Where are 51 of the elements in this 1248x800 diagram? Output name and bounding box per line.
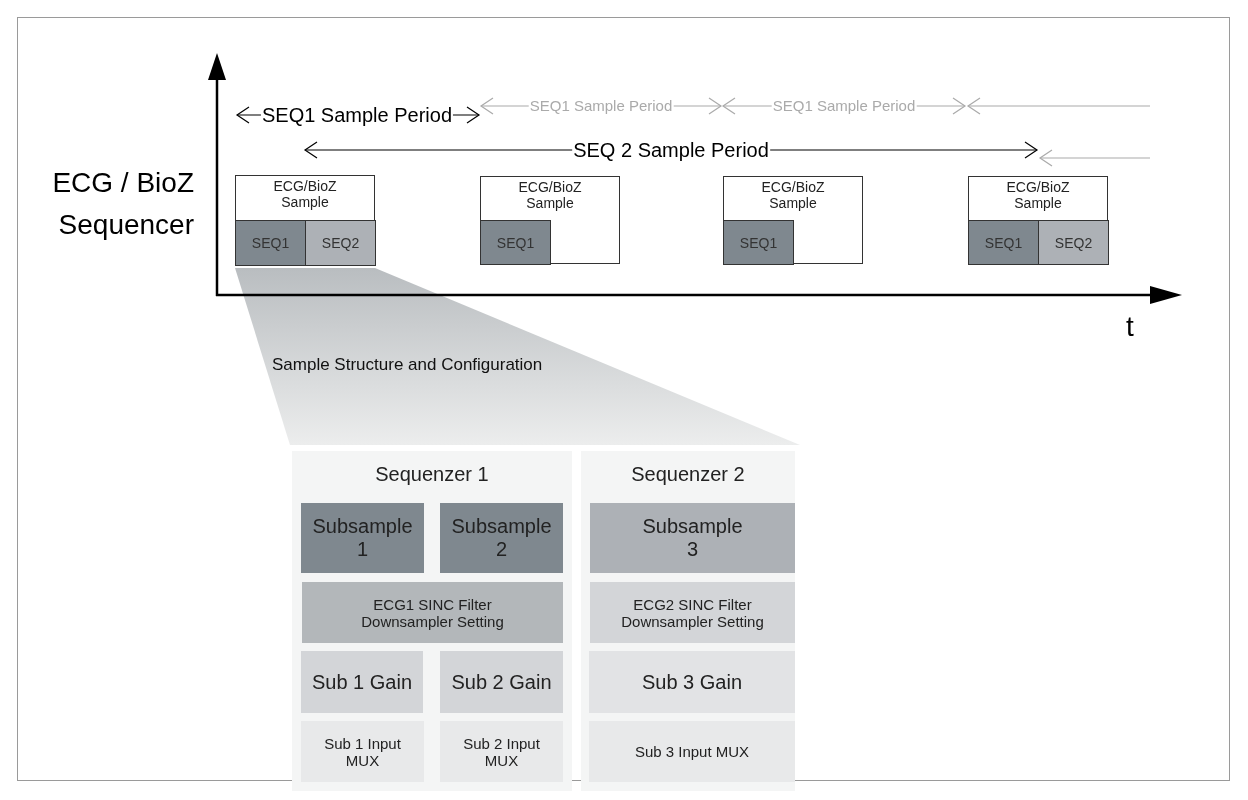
config-panel	[581, 451, 795, 791]
cell-text: Sub 2 Input MUX	[462, 734, 541, 769]
sequence-slot	[305, 220, 376, 266]
config-cell	[301, 503, 424, 573]
period-label: SEQ 2 Sample Period	[572, 139, 770, 161]
cell-text: Sub 2 Gain	[451, 670, 552, 694]
cell-text: SEQ1	[984, 234, 1023, 251]
cell-text: SEQ2	[1054, 234, 1093, 251]
cell-text: SEQ1	[739, 234, 778, 251]
sample-block	[480, 176, 620, 264]
period-label: SEQ1 Sample Period	[528, 97, 674, 115]
cell-text: ECG/BioZ Sample	[272, 178, 338, 211]
cell-text: Sub 3 Gain	[641, 670, 743, 694]
cell-text: ECG/BioZ Sample	[517, 179, 583, 212]
sample-block	[235, 175, 375, 265]
panel-heading: Sequenzer 2	[631, 463, 745, 486]
sequence-slot	[480, 220, 551, 265]
sample-block	[968, 176, 1108, 264]
sequence-slot	[968, 220, 1039, 265]
config-cell	[590, 503, 795, 573]
cell-text: SEQ1	[251, 234, 290, 252]
config-cell	[440, 503, 563, 573]
section-title: Sample Structure and Configuration	[272, 356, 543, 375]
cell-text: ECG/BioZ Sample	[760, 179, 826, 212]
axis-label: t	[1126, 312, 1134, 343]
config-cell	[301, 651, 423, 713]
cell-text: ECG2 SINC Filter Downsampler Setting	[620, 595, 765, 630]
sequence-slot	[1038, 220, 1109, 265]
period-label: SEQ1 Sample Period	[771, 97, 917, 115]
sequence-slot	[235, 220, 306, 266]
sequence-slot	[723, 220, 794, 265]
config-panel	[292, 451, 572, 791]
cell-text: ECG1 SINC Filter Downsampler Setting	[360, 595, 505, 630]
cell-text: Sub 1 Input MUX	[323, 734, 402, 769]
cell-text: Sub 3 Input MUX	[634, 742, 750, 761]
cell-text: SEQ2	[321, 234, 360, 252]
cell-text: ECG/BioZ Sample	[1005, 179, 1071, 212]
cell-text: Subsample 3	[641, 515, 744, 561]
panel-heading: Sequenzer 1	[375, 463, 489, 486]
cell-text: Subsample 2	[450, 515, 553, 561]
sample-block	[723, 176, 863, 264]
axis-label: ECG / BioZ Sequencer	[51, 166, 194, 242]
config-cell	[589, 651, 795, 713]
config-cell	[440, 651, 563, 713]
cell-text: Sub 1 Gain	[311, 670, 413, 694]
config-cell	[302, 582, 563, 643]
cell-text: SEQ1	[496, 234, 535, 251]
cell-text: Subsample 1	[311, 515, 414, 561]
config-cell	[589, 721, 795, 782]
period-label: SEQ1 Sample Period	[260, 104, 454, 126]
config-cell	[590, 582, 795, 643]
